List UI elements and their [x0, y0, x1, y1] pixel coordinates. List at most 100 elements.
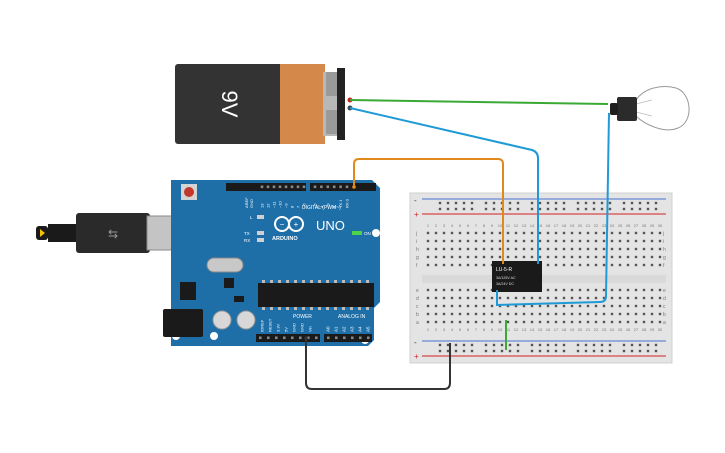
- digital-pin[interactable]: [332, 185, 336, 189]
- breadboard-hole[interactable]: [538, 296, 542, 300]
- rail-hole[interactable]: [592, 201, 596, 205]
- rail-hole[interactable]: [530, 349, 534, 353]
- digital-pin[interactable]: [313, 185, 317, 189]
- digital-pin[interactable]: [339, 185, 342, 189]
- breadboard-hole[interactable]: [522, 255, 526, 259]
- breadboard-hole[interactable]: [458, 255, 462, 259]
- breadboard-hole[interactable]: [474, 263, 478, 267]
- breadboard-hole[interactable]: [530, 304, 534, 308]
- rail-hole[interactable]: [584, 349, 588, 353]
- breadboard-hole[interactable]: [578, 312, 582, 316]
- breadboard-hole[interactable]: [642, 312, 646, 316]
- breadboard-hole[interactable]: [634, 288, 638, 292]
- breadboard-hole[interactable]: [634, 239, 638, 243]
- breadboard-hole[interactable]: [602, 239, 606, 243]
- breadboard-hole[interactable]: [506, 312, 510, 316]
- breadboard-hole[interactable]: [642, 239, 646, 243]
- breadboard-hole[interactable]: [546, 296, 550, 300]
- rail-hole[interactable]: [484, 201, 488, 205]
- breadboard-hole[interactable]: [626, 263, 630, 267]
- rail-hole[interactable]: [454, 207, 458, 211]
- rail-hole[interactable]: [622, 349, 626, 353]
- rail-hole[interactable]: [492, 201, 496, 205]
- breadboard-hole[interactable]: [554, 320, 558, 324]
- breadboard-hole[interactable]: [482, 255, 486, 259]
- breadboard-hole[interactable]: [498, 312, 502, 316]
- rail-hole[interactable]: [508, 201, 512, 205]
- rail-hole[interactable]: [554, 349, 558, 353]
- breadboard-hole[interactable]: [514, 247, 518, 251]
- rail-hole[interactable]: [530, 207, 534, 211]
- breadboard-hole[interactable]: [618, 320, 622, 324]
- breadboard-hole[interactable]: [490, 231, 494, 235]
- breadboard-hole[interactable]: [490, 320, 494, 324]
- rail-hole[interactable]: [538, 201, 542, 205]
- breadboard-hole[interactable]: [578, 239, 582, 243]
- breadboard-hole[interactable]: [562, 304, 566, 308]
- rail-hole[interactable]: [538, 349, 542, 353]
- breadboard-hole[interactable]: [530, 239, 534, 243]
- rail-hole[interactable]: [638, 201, 642, 205]
- wire-blue-bulb-to-relay[interactable]: [496, 112, 610, 307]
- breadboard-hole[interactable]: [458, 263, 462, 267]
- breadboard-hole[interactable]: [434, 304, 438, 308]
- breadboard-hole[interactable]: [450, 255, 454, 259]
- breadboard-hole[interactable]: [490, 247, 494, 251]
- breadboard-hole[interactable]: [482, 239, 486, 243]
- breadboard-hole[interactable]: [442, 288, 446, 292]
- breadboard-hole[interactable]: [530, 296, 534, 300]
- breadboard-hole[interactable]: [482, 247, 486, 251]
- breadboard-hole[interactable]: [482, 263, 486, 267]
- analog-pin[interactable]: [343, 336, 346, 340]
- rail-hole[interactable]: [554, 207, 558, 211]
- breadboard-hole[interactable]: [578, 296, 582, 300]
- breadboard-hole[interactable]: [658, 288, 662, 292]
- breadboard-hole[interactable]: [634, 312, 638, 316]
- breadboard-hole[interactable]: [458, 231, 462, 235]
- digital-pin[interactable]: [326, 185, 330, 189]
- breadboard-hole[interactable]: [474, 320, 478, 324]
- breadboard-hole[interactable]: [570, 231, 574, 235]
- breadboard-hole[interactable]: [618, 239, 622, 243]
- rail-hole[interactable]: [508, 207, 512, 211]
- breadboard-hole[interactable]: [586, 312, 590, 316]
- breadboard-hole[interactable]: [626, 288, 630, 292]
- breadboard-hole[interactable]: [586, 288, 590, 292]
- breadboard-hole[interactable]: [466, 296, 470, 300]
- analog-pin[interactable]: [335, 336, 338, 340]
- rail-hole[interactable]: [462, 349, 466, 353]
- breadboard-hole[interactable]: [450, 288, 454, 292]
- rail-hole[interactable]: [438, 201, 442, 205]
- rail-hole[interactable]: [584, 343, 588, 347]
- rail-hole[interactable]: [446, 201, 450, 205]
- breadboard-hole[interactable]: [466, 304, 470, 308]
- breadboard-hole[interactable]: [538, 320, 542, 324]
- breadboard-hole[interactable]: [538, 231, 542, 235]
- breadboard-hole[interactable]: [498, 255, 502, 259]
- rail-hole[interactable]: [484, 207, 488, 211]
- breadboard-hole[interactable]: [626, 320, 630, 324]
- breadboard-hole[interactable]: [442, 239, 446, 243]
- rail-hole[interactable]: [516, 343, 520, 347]
- breadboard-hole[interactable]: [546, 320, 550, 324]
- breadboard-hole[interactable]: [554, 239, 558, 243]
- rail-hole[interactable]: [654, 343, 658, 347]
- breadboard-hole[interactable]: [602, 231, 606, 235]
- breadboard-hole[interactable]: [450, 320, 454, 324]
- rail-hole[interactable]: [638, 343, 642, 347]
- breadboard-hole[interactable]: [594, 247, 598, 251]
- rail-hole[interactable]: [592, 349, 596, 353]
- breadboard-hole[interactable]: [650, 296, 654, 300]
- rail-hole[interactable]: [546, 349, 550, 353]
- breadboard-hole[interactable]: [498, 304, 502, 308]
- breadboard-hole[interactable]: [618, 255, 622, 259]
- breadboard-hole[interactable]: [450, 304, 454, 308]
- breadboard-hole[interactable]: [610, 288, 614, 292]
- rail-hole[interactable]: [462, 343, 466, 347]
- breadboard-hole[interactable]: [594, 263, 598, 267]
- breadboard-hole[interactable]: [562, 312, 566, 316]
- breadboard-hole[interactable]: [466, 320, 470, 324]
- breadboard-hole[interactable]: [434, 312, 438, 316]
- breadboard-hole[interactable]: [474, 231, 478, 235]
- breadboard-hole[interactable]: [426, 231, 430, 235]
